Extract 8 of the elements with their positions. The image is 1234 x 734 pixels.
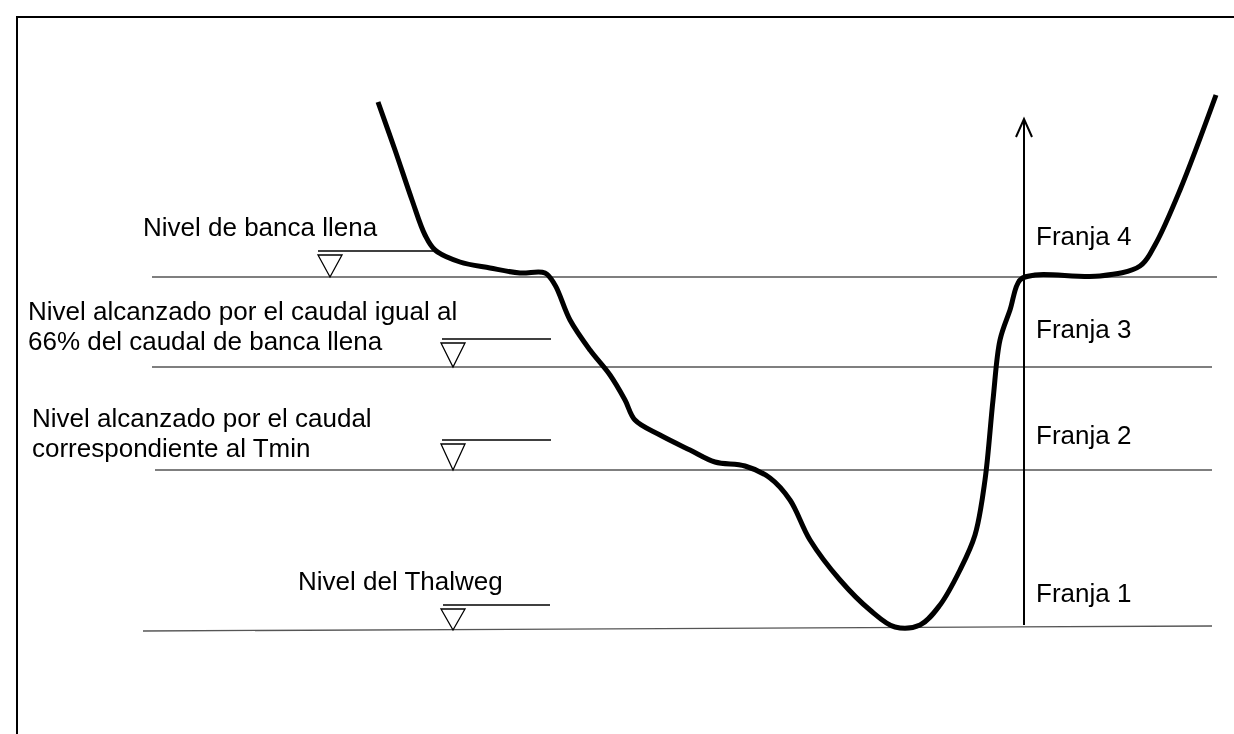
band-label: Franja 3 <box>1036 314 1132 344</box>
level-label: Nivel de banca llena <box>143 212 378 242</box>
band-label: Franja 4 <box>1036 221 1132 251</box>
band-label: Franja 2 <box>1036 420 1132 450</box>
band-label: Franja 1 <box>1036 578 1132 608</box>
level-label: Nivel alcanzado por el caudal correspondiente al Tmin <box>32 403 373 463</box>
level-label: Nivel del Thalweg <box>298 566 503 596</box>
level-label: Nivel alcanzado por el caudal igual al 66% del caudal de banca llena <box>28 296 459 356</box>
